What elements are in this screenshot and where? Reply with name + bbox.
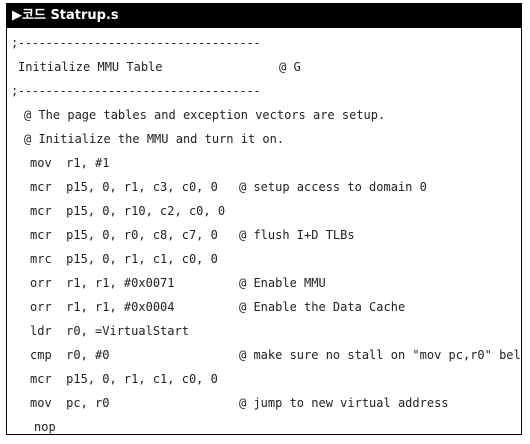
code-comment: @ Enable the Data Cache (239, 300, 406, 314)
code-line: mrc p15, 0, r1, c1, c0, 0 (30, 252, 218, 266)
listing-title: ▶코드 Statrup.s (7, 4, 521, 28)
section-tag: @ G (279, 60, 301, 74)
section-label: Initialize MMU Table (18, 60, 163, 74)
code-comment: @ flush I+D TLBs (239, 228, 355, 242)
code-line: cmp r0, #0 (30, 348, 110, 362)
code-line: orr r1, r1, #0x0004 (30, 300, 175, 314)
code-comment: @ Enable MMU (239, 276, 326, 290)
comment-line: @ Initialize the MMU and turn it on. (24, 132, 285, 146)
code-line: nop (34, 420, 56, 434)
code-line: ldr r0, =VirtualStart (30, 324, 189, 338)
separator-line: ;----------------------------------- (11, 36, 261, 50)
code-line: mov r1, #1 (30, 156, 110, 170)
code-comment: @ jump to new virtual address (239, 396, 449, 410)
code-line: orr r1, r1, #0x0071 (30, 276, 175, 290)
code-listing-box: ▶코드 Statrup.s ;-------------------------… (6, 3, 522, 435)
code-line: mcr p15, 0, r10, c2, c0, 0 (30, 204, 226, 218)
code-line: mov pc, r0 (30, 396, 110, 410)
code-line: mcr p15, 0, r1, c3, c0, 0 (30, 180, 218, 194)
code-line: mcr p15, 0, r0, c8, c7, 0 (30, 228, 218, 242)
code-comment: @ make sure no stall on "mov pc,r0" belo… (239, 348, 522, 362)
code-line: mcr p15, 0, r1, c1, c0, 0 (30, 372, 218, 386)
separator-line: ;----------------------------------- (11, 84, 261, 98)
code-comment: @ setup access to domain 0 (239, 180, 427, 194)
comment-line: @ The page tables and exception vectors … (24, 108, 386, 122)
